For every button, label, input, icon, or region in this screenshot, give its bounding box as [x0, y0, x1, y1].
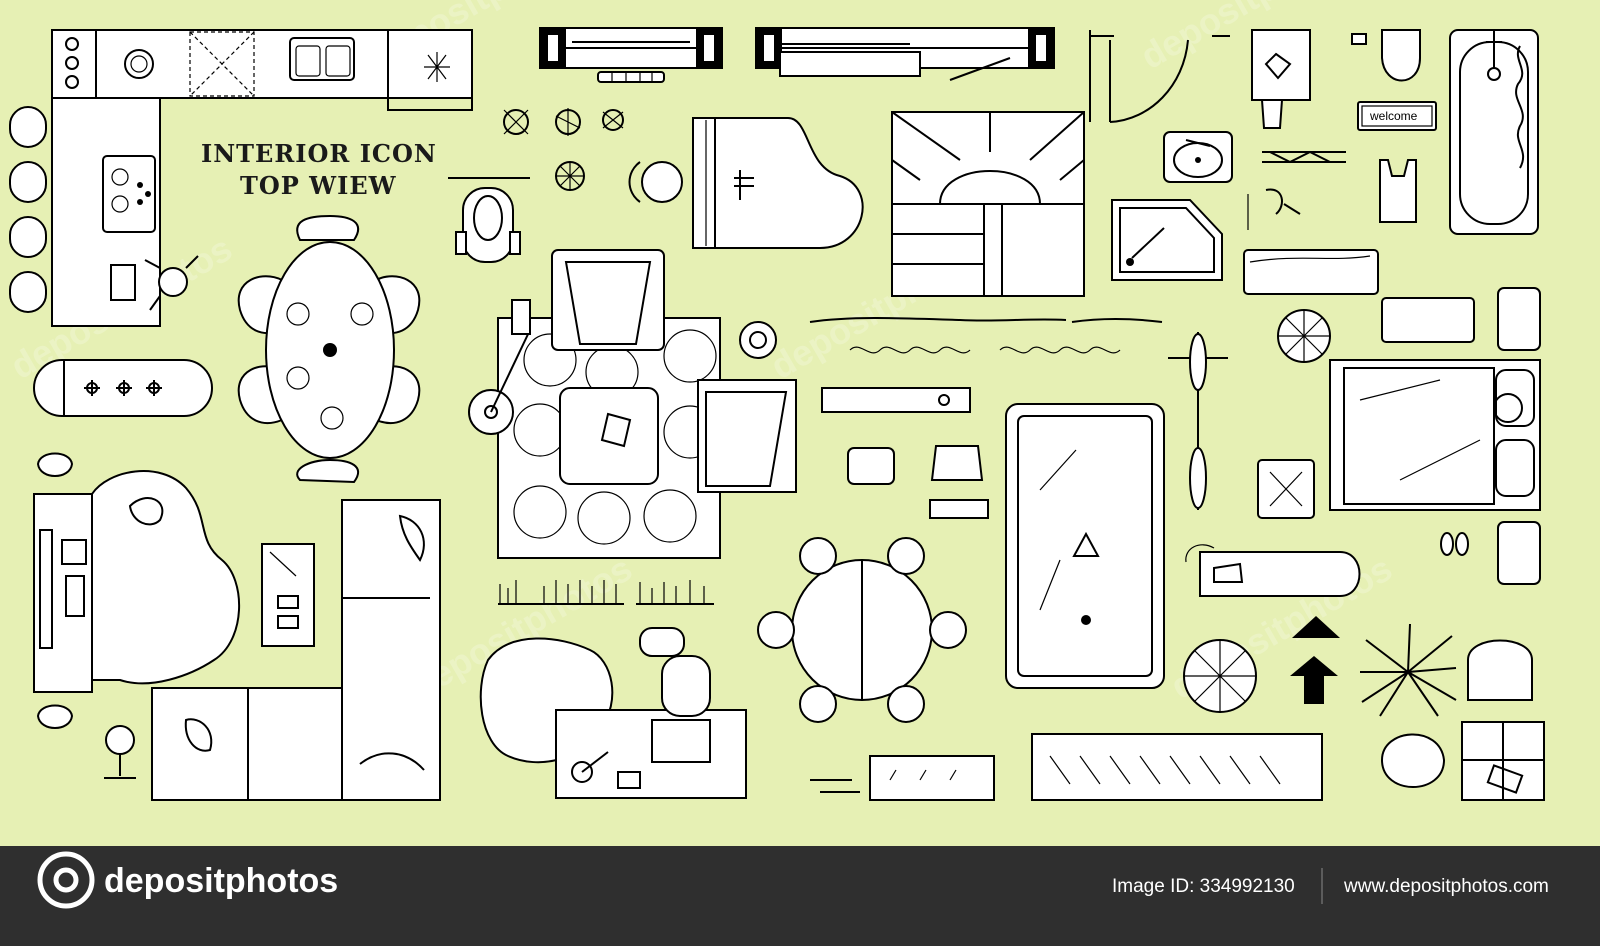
rug-and-chairs-icon	[468, 249, 797, 559]
hair-dryer-icon	[1247, 188, 1301, 230]
shelf-wave-icon	[809, 317, 1163, 354]
round-rug-icon	[1277, 309, 1331, 363]
floor-lamp-icon	[628, 161, 683, 203]
coffee-table-icon	[261, 543, 315, 647]
door-mat-icon: welcome	[1357, 101, 1437, 131]
footer-logo-text: depositphotos	[104, 862, 338, 900]
depositphotos-logo-icon	[37, 851, 95, 909]
umbrella-icon	[1183, 639, 1257, 713]
small-appliances-icon	[847, 445, 989, 519]
washing-machine-icon	[1251, 29, 1311, 129]
staircase-icon	[891, 111, 1085, 297]
grand-piano-icon	[692, 117, 864, 249]
double-bed-icon	[1329, 359, 1541, 511]
bicycle-icon	[1168, 332, 1228, 510]
wardrobe-rail-icon	[1031, 733, 1323, 801]
heading-line-2: TOP WIEW	[240, 171, 397, 200]
pool-table-icon	[1005, 403, 1165, 689]
office-desk-icon	[479, 627, 747, 799]
bathtub-icon	[1449, 29, 1539, 235]
door-icon	[1089, 30, 1230, 123]
dresser-icon	[821, 387, 971, 413]
round-dining-table-icon	[757, 537, 967, 723]
sink-icon	[1163, 131, 1233, 183]
radiator-icon	[1243, 249, 1379, 295]
towel-rack-icon	[1262, 150, 1346, 164]
sliding-door-icon	[755, 27, 1055, 81]
heading-line-1: INTERIOR ICON	[201, 139, 437, 168]
door-mat-text: welcome	[1369, 109, 1418, 123]
oval-dining-table-icon	[237, 214, 421, 484]
gas-cooktop-icon	[33, 359, 213, 417]
slippers-icon	[1440, 532, 1469, 556]
window-top-icon	[539, 27, 723, 83]
ottoman-icon	[1257, 459, 1315, 519]
pillow-icon	[1381, 297, 1475, 343]
footer-bar	[0, 846, 1600, 946]
shower-cabin-icon	[1111, 199, 1223, 281]
palm-plant-icon	[1360, 623, 1457, 717]
plants-icon	[503, 108, 624, 191]
armchair-icon	[1380, 639, 1533, 788]
motorcycle-icon	[448, 177, 530, 263]
books-icon	[498, 580, 714, 605]
footer-website: www.depositphotos.com	[1343, 876, 1549, 897]
kitchen-counter-icon	[51, 29, 473, 327]
tv-cabinet-icon	[33, 452, 240, 729]
ironing-board-icon	[1185, 544, 1361, 597]
fan-icon	[104, 725, 136, 779]
planter-icon	[810, 755, 995, 801]
ceiling-light-icon	[739, 321, 777, 359]
tank-top-icon	[1379, 159, 1417, 223]
nightstand-icon	[1497, 287, 1541, 585]
bar-stools-icon	[9, 106, 47, 313]
cabinet-icon	[1461, 721, 1545, 801]
sectional-sofa-icon	[151, 499, 441, 801]
arrow-up-icon	[1290, 616, 1340, 704]
footer-image-id: Image ID: 334992130	[1112, 876, 1295, 897]
toilet-icon	[1351, 29, 1421, 82]
